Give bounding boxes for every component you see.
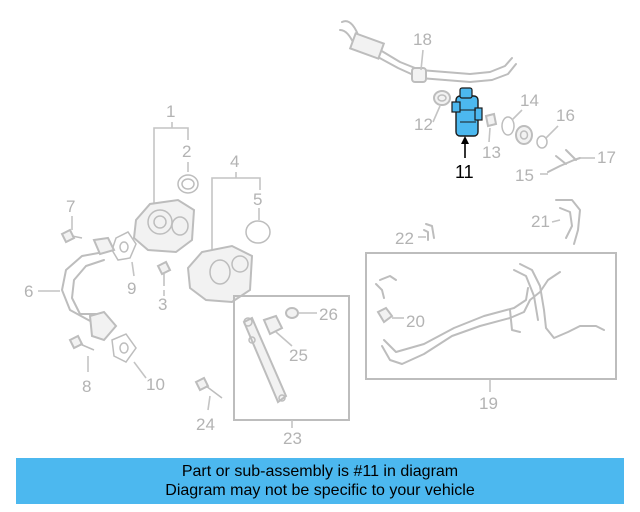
callout-16: 16 <box>556 106 575 125</box>
part-18-hose[interactable] <box>339 20 517 83</box>
part-7-bolt[interactable] <box>60 228 83 244</box>
part-2-gasket[interactable] <box>177 174 199 194</box>
info-banner: Part or sub-assembly is #11 in diagram D… <box>16 458 624 504</box>
callout-3: 3 <box>158 295 167 314</box>
part-14-oring[interactable] <box>501 116 515 136</box>
part-11-solenoid-valve[interactable] <box>451 87 483 137</box>
callout-7: 7 <box>66 197 75 216</box>
part-9-gasket[interactable] <box>111 231 137 261</box>
banner-line-1: Part or sub-assembly is #11 in diagram <box>181 463 459 480</box>
part-24-stud[interactable] <box>194 376 223 399</box>
callout-17: 17 <box>597 148 616 167</box>
banner-line-2: Diagram may not be specific to your vehi… <box>165 482 475 499</box>
callout-22: 22 <box>395 229 414 248</box>
callout-23: 23 <box>283 429 302 448</box>
part-16-washer[interactable] <box>536 135 548 149</box>
part-20-fitting[interactable] <box>376 306 394 324</box>
callout-26: 26 <box>319 305 338 324</box>
callout-18: 18 <box>413 30 432 49</box>
part-4-egr-cooler[interactable] <box>186 244 254 304</box>
part-6-egr-pipe[interactable] <box>61 236 118 342</box>
part-5-gasket[interactable] <box>245 220 271 244</box>
callout-12: 12 <box>414 115 433 134</box>
callout-14: 14 <box>520 91 539 110</box>
callout-21: 21 <box>531 212 550 231</box>
callout-11: 11 <box>455 162 474 182</box>
callout-6: 6 <box>24 282 33 301</box>
callout-1: 1 <box>166 102 175 121</box>
callout-24: 24 <box>196 415 215 434</box>
part-22-pipe[interactable] <box>423 223 435 241</box>
callout-15: 15 <box>515 166 534 185</box>
callout-5: 5 <box>253 190 262 209</box>
part-26-clip[interactable] <box>285 307 299 319</box>
callout-19: 19 <box>479 394 498 413</box>
callout-2: 2 <box>182 142 191 161</box>
part-21-pipe[interactable] <box>555 199 581 245</box>
part-15-bushing[interactable] <box>515 125 533 145</box>
box-19 <box>365 252 617 380</box>
callout-20: 20 <box>406 312 425 331</box>
part-12-cap[interactable] <box>433 90 451 106</box>
part-19-pipe-assembly[interactable] <box>375 263 605 365</box>
callout-8: 8 <box>82 377 91 396</box>
part-17-bracket[interactable] <box>547 149 581 173</box>
part-10-gasket[interactable] <box>111 333 137 363</box>
part-8-bolt[interactable] <box>68 334 95 351</box>
callout-13: 13 <box>482 143 501 162</box>
part-1-egr-valve[interactable] <box>132 198 196 254</box>
callout-9: 9 <box>127 279 136 298</box>
part-25-grommet[interactable] <box>262 314 284 336</box>
callout-10: 10 <box>146 375 165 394</box>
part-3-bolt[interactable] <box>156 260 172 286</box>
callout-25: 25 <box>289 346 308 365</box>
part-23-bracket[interactable] <box>242 316 288 404</box>
part-13-bolt[interactable] <box>484 112 498 128</box>
callout-4: 4 <box>230 152 239 171</box>
